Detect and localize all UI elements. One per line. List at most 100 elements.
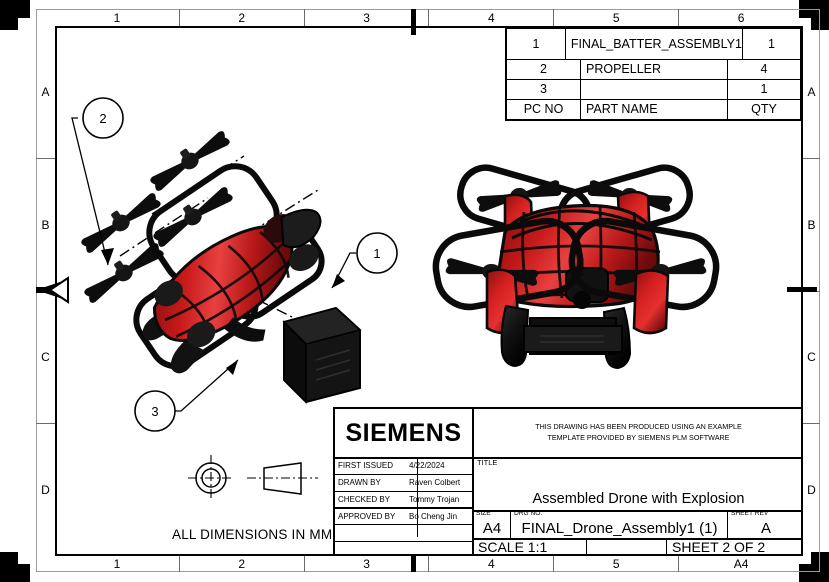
meta-value: Raven Colbert [409, 477, 461, 487]
rev-label: SHEET REV [731, 510, 769, 517]
size-cell: SIZE A4 [474, 510, 510, 538]
bom-header-part-name: PART NAME [581, 99, 728, 120]
meta-label: FIRST ISSUED [338, 460, 393, 470]
balloon-2[interactable]: 2 [82, 97, 124, 139]
centering-mark-right [787, 287, 817, 292]
tb-meta-rule-3 [335, 507, 472, 509]
zone-bottom-2: 2 [178, 556, 304, 572]
bom-pc-no: 2 [507, 59, 581, 79]
tb-divider-vertical-main [472, 409, 474, 556]
balloon-1[interactable]: 1 [356, 232, 398, 274]
zone-bottom-1: 1 [113, 557, 121, 571]
tb-divider-rev [727, 510, 729, 538]
title-block[interactable]: SIEMENS THIS DRAWING HAS BEEN PRODUCED U… [333, 407, 803, 556]
balloon-1-label: 1 [373, 246, 380, 261]
sheet-rev-cell: SHEET REV A [729, 510, 803, 538]
bom-qty: 4 [760, 62, 768, 77]
corner-mark-top-right-b [811, 0, 829, 30]
bom-row[interactable]: 2 PROPELLER 4 [507, 59, 800, 80]
row-right-d: D [803, 423, 820, 556]
dimensions-note: ALL DIMENSIONS IN MM [172, 527, 333, 542]
corner-mark-top-left-b [0, 0, 18, 30]
balloon-3-label: 3 [151, 404, 158, 419]
balloon-2-label: 2 [99, 111, 106, 126]
row-right-a: A [807, 84, 816, 99]
drawing-number-cell: DRG NO. FINAL_Drone_Assembly1 (1) [512, 510, 727, 538]
tb-divider-3 [474, 538, 803, 540]
projection-symbol [188, 455, 318, 501]
row-left-a: A [41, 84, 50, 99]
size-value: A4 [482, 520, 502, 537]
assembled-battery-pack [523, 317, 623, 355]
rev-value: A [760, 520, 771, 537]
tb-meta-rule-5 [335, 541, 472, 543]
balloon-1-leader [331, 252, 356, 289]
zone-top-5: 5 [553, 9, 678, 26]
tb-divider-2 [474, 510, 803, 512]
bom-row[interactable]: 1 FINAL_BATTER_ASSEMBLY1 1 [507, 29, 800, 60]
scale-cell: SCALE 1:1 [478, 539, 548, 555]
meta-value: Bo Cheng Jin [409, 511, 458, 521]
tb-divider-size [510, 510, 512, 538]
zone-top-4: 4 [428, 9, 553, 26]
meta-row-blank-1 [335, 525, 472, 542]
bom-header-row: PC NO PART NAME QTY [507, 99, 800, 120]
tb-divider-sheet [666, 538, 668, 556]
meta-row-drawn-by: DRAWN BY Raven Colbert [335, 474, 472, 491]
drg-value: FINAL_Drone_Assembly1 (1) [521, 520, 718, 537]
row-right-b: B [803, 157, 820, 291]
title-label: TITLE [477, 458, 498, 467]
bom-part-name [581, 79, 728, 99]
meta-label: DRAWN BY [338, 477, 381, 487]
assembled-drone-view [432, 164, 720, 370]
zone-top-6: 6 [678, 9, 803, 26]
zone-top-3: 3 [303, 9, 429, 26]
meta-row-first-issued: FIRST ISSUED 4/22/2024 [335, 457, 472, 474]
title-value: Assembled Drone with Explosion [532, 491, 745, 507]
exploded-battery-block [282, 306, 362, 404]
zone-bottom-3: 3 [303, 556, 429, 572]
meta-row-approved-by: APPROVED BY Bo Cheng Jin [335, 508, 472, 525]
corner-mark-bottom-right-b [811, 552, 829, 582]
siemens-logo-text: SIEMENS [345, 418, 462, 447]
balloon-3-leader [175, 359, 239, 412]
balloon-3[interactable]: 3 [134, 390, 176, 432]
bom-part-name: PROPELLER [581, 59, 728, 79]
row-left-d: D [36, 423, 55, 556]
bill-of-materials-table[interactable]: 1 FINAL_BATTER_ASSEMBLY1 1 2 PROPELLER 4… [505, 27, 802, 121]
tb-meta-rule-2 [335, 490, 472, 492]
disclaimer-line-1: THIS DRAWING HAS BEEN PRODUCED USING AN … [535, 422, 742, 432]
meta-value: 4/22/2024 [409, 460, 445, 470]
bom-row[interactable]: 3 1 [507, 79, 800, 100]
bom-pc-no: 3 [507, 79, 581, 99]
bom-header-qty: QTY [751, 102, 777, 117]
bom-header-pc-no: PC NO [507, 99, 581, 120]
centering-arrow-left [36, 276, 69, 304]
meta-label: APPROVED BY [338, 511, 396, 521]
meta-label: CHECKED BY [338, 494, 391, 504]
balloon-2-leader [71, 117, 114, 266]
meta-value: Tommy Trojan [409, 494, 460, 504]
tb-divider-scale [586, 538, 588, 556]
zone-bottom-5: 5 [553, 556, 678, 572]
exploded-drone-body [142, 208, 322, 374]
siemens-logo: SIEMENS [335, 409, 472, 457]
bom-pc-no: 1 [507, 29, 566, 59]
drg-label: DRG NO. [514, 510, 543, 517]
zone-bottom-4: 4 [428, 556, 553, 572]
zone-top-1: 1 [113, 10, 121, 25]
tb-meta-rule-4 [335, 524, 472, 526]
bom-part-name: FINAL_BATTER_ASSEMBLY1 [566, 29, 743, 59]
zone-strip-bottom: 1 2 3 4 5 A4 [55, 556, 803, 572]
disclaimer-text: THIS DRAWING HAS BEEN PRODUCED USING AN … [474, 409, 803, 457]
zone-strip-top: 1 2 3 4 5 6 [55, 9, 803, 26]
tb-meta-rule-1 [335, 473, 472, 476]
size-label: SIZE [476, 510, 491, 517]
centering-mark-top [411, 9, 416, 35]
bom-qty: 1 [760, 82, 768, 97]
row-left-b: B [36, 157, 55, 291]
title-cell: TITLE Assembled Drone with Explosion [474, 457, 803, 510]
tb-divider-meta [417, 457, 419, 537]
sheet-number-cell: SHEET 2 OF 2 [672, 539, 766, 555]
